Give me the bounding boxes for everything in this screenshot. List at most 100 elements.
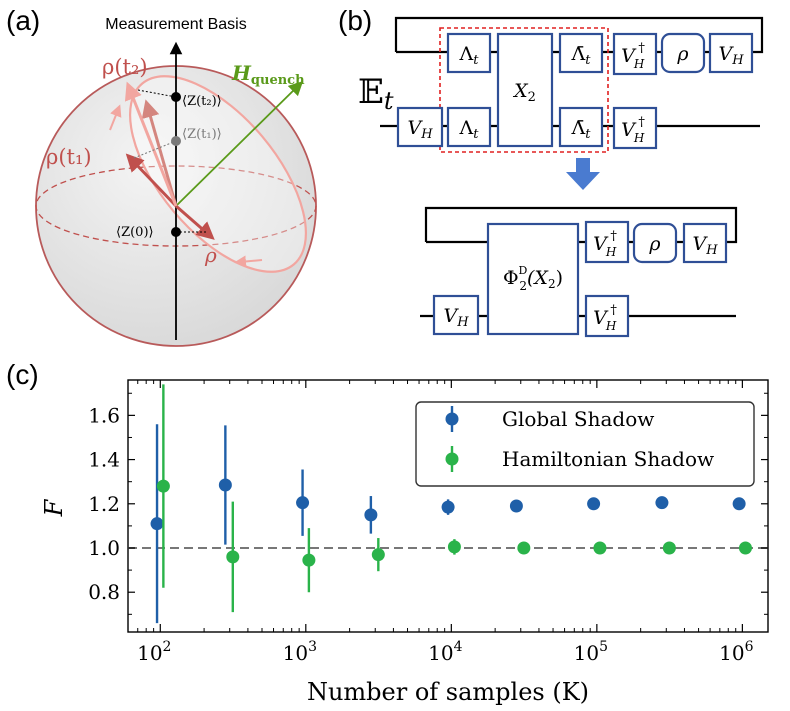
y-tick-label: 1.4 xyxy=(88,448,120,472)
lambda-bar-gate-top xyxy=(558,32,604,74)
vh-gate-top xyxy=(708,32,754,74)
vh-gate-top-label: VH xyxy=(718,43,744,68)
z-0-label: ⟨Z(0)⟩ xyxy=(116,225,154,240)
data-point-global xyxy=(296,496,310,510)
data-point-global xyxy=(150,517,164,531)
vh-gate-bottom-input xyxy=(432,294,480,336)
panel-c-label: (c) xyxy=(6,359,39,390)
x2-gate-label: X2 xyxy=(512,80,536,105)
lambda-gate-top-label: Λt xyxy=(459,43,480,68)
vh-dagger-gate-bottom-2-label: VH† xyxy=(593,303,617,333)
y-tick-label: 1.6 xyxy=(88,403,120,427)
y-tick-label: 0.8 xyxy=(88,580,120,604)
rho-label: ρ xyxy=(204,243,217,267)
measurement-basis-title: Measurement Basis xyxy=(105,16,246,33)
x-tick-label: 102 xyxy=(137,639,171,665)
lambda-bar-gate-bottom-label: Λ̄t xyxy=(571,117,592,142)
rho-t2-ghost-vector xyxy=(124,81,178,207)
data-point-hamiltonian xyxy=(371,548,385,562)
orbit-arrow-bottom xyxy=(234,255,263,268)
vh-dagger-gate-bottom-1-label: VH† xyxy=(593,229,617,259)
rho-t1-vector xyxy=(125,153,178,208)
rho-t2-label: ρ(t₂) xyxy=(102,55,148,79)
lambda-gate-bottom xyxy=(446,106,492,148)
data-point-global xyxy=(218,478,232,492)
data-point-hamiltonian xyxy=(226,550,240,564)
orbit-arrow-top xyxy=(109,104,122,131)
rho-gate-top xyxy=(660,32,706,74)
lambda-bar-gate-bottom xyxy=(558,106,604,148)
legend-hamiltonian-label: Hamiltonian Shadow xyxy=(502,447,714,471)
vh-gate-bottom-right xyxy=(682,222,728,264)
legend-global-marker xyxy=(445,412,459,426)
h-quench-vector xyxy=(175,80,304,207)
panel-b: (b) 𝔼t VH Λt Λt X2 Λ̄t Λ̄t VH† VH† ρ VH xyxy=(338,5,764,338)
x-tick-label: 104 xyxy=(428,639,462,665)
rho-gate-bottom xyxy=(632,222,678,264)
lambda-gate-bottom-label: Λt xyxy=(459,117,480,142)
vh-dagger-gate-bottom xyxy=(612,106,658,150)
z-t2-dot xyxy=(171,92,181,102)
z-t1-projection xyxy=(133,140,177,159)
rho-t1-label: ρ(t₁) xyxy=(46,145,92,169)
dashed-twirl-box xyxy=(439,27,609,153)
rho-vector xyxy=(175,204,215,240)
x-tick-label: 103 xyxy=(283,639,317,665)
x-tick-label: 106 xyxy=(719,639,753,665)
z-t1-label: ⟨Z(t₁)⟩ xyxy=(182,127,222,142)
trace-loop-top xyxy=(394,16,764,54)
precession-orbit xyxy=(128,75,308,273)
vh-dagger-gate-bottom-label: VH† xyxy=(621,115,645,145)
x-axis-label: Number of samples (K) xyxy=(307,678,589,706)
vh-gate-bottom-right-label: VH xyxy=(692,233,718,258)
reduction-arrow xyxy=(566,158,600,190)
data-point-hamiltonian xyxy=(302,553,316,567)
vh-gate-input xyxy=(396,106,444,148)
data-point-global xyxy=(732,497,746,511)
lambda-bar-gate-top-label: Λ̄t xyxy=(571,43,592,68)
data-point-global xyxy=(364,508,378,522)
x-tick-label: 105 xyxy=(574,639,608,665)
plot-layer: 0.8 1.0 1.2 1.4 1.6 102 103 104 105 106 xyxy=(88,380,768,665)
panel-a-label: (a) xyxy=(6,5,40,36)
vh-dagger-gate-bottom-2 xyxy=(584,294,630,338)
y-axis-label: F xyxy=(40,498,68,517)
data-point-hamiltonian xyxy=(593,541,607,555)
legend xyxy=(415,401,755,487)
plot-frame xyxy=(127,379,769,633)
y-tick-label: 1.2 xyxy=(88,492,120,516)
data-point-hamiltonian xyxy=(447,540,461,554)
rho-t2-vector xyxy=(141,99,178,207)
panel-c: (c) 0.8 1.0 1.2 1.4 1.6 102 103 104 105 106 F Num… xyxy=(6,359,769,706)
panel-b-label: (b) xyxy=(338,5,372,36)
z-t2-projection xyxy=(137,89,177,98)
legend-item-global: Global Shadow xyxy=(445,406,654,432)
h-quench-label: Hquench xyxy=(231,61,305,88)
data-point-global xyxy=(441,500,455,514)
z-t2-label: ⟨Z(t₂)⟩ xyxy=(182,94,222,109)
data-point-global xyxy=(509,499,523,513)
data-point-hamiltonian xyxy=(738,541,752,555)
trace-loop-bottom xyxy=(424,206,738,244)
expectation-symbol: 𝔼t xyxy=(358,72,394,115)
phi-channel-gate xyxy=(486,222,580,336)
legend-hamiltonian-marker xyxy=(445,452,459,466)
vh-gate-input-label: VH xyxy=(407,117,433,142)
data-point-hamiltonian xyxy=(662,541,676,555)
vh-dagger-gate-top xyxy=(612,32,658,76)
data-point-global xyxy=(587,497,601,511)
data-point-hamiltonian xyxy=(156,479,170,493)
lambda-gate-top xyxy=(446,32,492,74)
rho-gate-bottom-label: ρ xyxy=(648,233,661,255)
rho-gate-top-label: ρ xyxy=(676,43,689,65)
x2-gate xyxy=(496,32,554,148)
vh-dagger-gate-top-label: VH† xyxy=(621,41,645,71)
vh-gate-bottom-input-label: VH xyxy=(443,305,469,330)
vh-dagger-gate-bottom-1 xyxy=(584,220,630,264)
legend-item-hamiltonian: Hamiltonian Shadow xyxy=(445,446,714,472)
y-tick-label: 1.0 xyxy=(88,536,120,560)
panel-a: (a) Measurement Basis Hquench ⟨Z(t₂)⟩ ⟨Z… xyxy=(6,5,317,347)
data-point-global xyxy=(655,496,669,510)
